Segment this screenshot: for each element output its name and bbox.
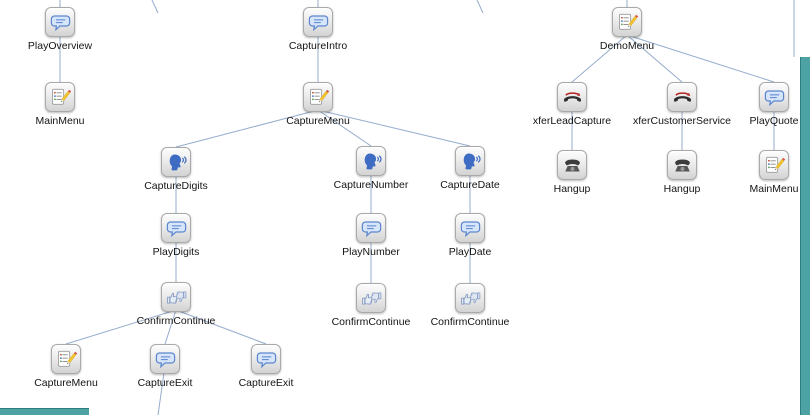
flow-connector xyxy=(157,372,165,415)
flow-node-capturenumber[interactable]: CaptureNumber xyxy=(301,146,441,191)
capture-voice-icon xyxy=(356,146,386,176)
flow-node-captureexit[interactable]: CaptureExit xyxy=(196,344,336,389)
flow-node-capturedigits[interactable]: CaptureDigits xyxy=(106,147,246,192)
flow-connector xyxy=(571,34,628,83)
flow-connector xyxy=(476,0,484,14)
node-label: MainMenu xyxy=(749,183,799,195)
flow-node-confirmcontinue[interactable]: ConfirmContinue xyxy=(106,282,246,327)
flow-connector xyxy=(317,109,372,147)
flow-node-mainmenu[interactable]: MainMenu xyxy=(704,150,810,195)
confirm-thumbs-icon xyxy=(161,282,191,312)
flow-node-xferleadcapture[interactable]: xferLeadCapture xyxy=(502,82,642,127)
node-label: PlayQuote xyxy=(749,115,799,127)
flow-node-demomenu[interactable]: DemoMenu xyxy=(557,7,697,52)
node-label: ConfirmContinue xyxy=(430,316,510,328)
flow-connector xyxy=(317,109,471,147)
menu-edit-icon xyxy=(303,82,333,112)
menu-edit-icon xyxy=(612,7,642,37)
flow-node-playdate[interactable]: PlayDate xyxy=(400,213,540,258)
menu-edit-icon xyxy=(45,82,75,112)
node-label: xferCustomerService xyxy=(632,115,732,127)
node-label: Hangup xyxy=(663,183,701,195)
node-label: PlayDate xyxy=(448,246,492,258)
flow-node-playquote[interactable]: PlayQuote xyxy=(704,82,810,127)
node-label: CaptureMenu xyxy=(34,377,98,389)
confirm-thumbs-icon xyxy=(455,283,485,313)
speech-bubble-icon xyxy=(759,82,789,112)
flow-connector xyxy=(175,309,267,345)
flow-node-xfercustomerservice[interactable]: xferCustomerService xyxy=(612,82,752,127)
node-label: CaptureDigits xyxy=(144,180,208,192)
node-label: Hangup xyxy=(553,183,591,195)
menu-edit-icon xyxy=(759,150,789,180)
panel-edge-bottom-left xyxy=(0,408,89,415)
flow-node-hangup[interactable]: Hangup xyxy=(612,150,752,195)
speech-bubble-icon xyxy=(161,213,191,243)
speech-bubble-icon xyxy=(455,213,485,243)
flow-node-confirmcontinue[interactable]: ConfirmContinue xyxy=(301,283,441,328)
flow-node-capturemenu[interactable]: CaptureMenu xyxy=(0,344,136,389)
flow-node-playdigits[interactable]: PlayDigits xyxy=(106,213,246,258)
node-label: CaptureDate xyxy=(440,179,500,191)
speech-bubble-icon xyxy=(45,7,75,37)
flow-node-mainmenu[interactable]: MainMenu xyxy=(0,82,130,127)
menu-edit-icon xyxy=(51,344,81,374)
flow-connector xyxy=(65,309,177,345)
transfer-call-icon xyxy=(557,82,587,112)
hangup-phone-icon xyxy=(667,150,697,180)
flow-node-playoverview[interactable]: PlayOverview xyxy=(0,7,130,52)
flow-node-captureintro[interactable]: CaptureIntro xyxy=(248,7,388,52)
node-label: CaptureIntro xyxy=(288,40,348,52)
panel-edge-right xyxy=(800,57,810,415)
capture-voice-icon xyxy=(161,147,191,177)
node-label: PlayNumber xyxy=(342,246,400,258)
node-label: MainMenu xyxy=(35,115,85,127)
node-label: CaptureExit xyxy=(238,377,294,389)
speech-bubble-icon xyxy=(356,213,386,243)
node-label: ConfirmContinue xyxy=(136,315,216,327)
node-label: CaptureExit xyxy=(137,377,193,389)
speech-bubble-icon xyxy=(251,344,281,374)
flow-node-capturemenu[interactable]: CaptureMenu xyxy=(248,82,388,127)
flow-node-hangup[interactable]: Hangup xyxy=(502,150,642,195)
node-label: CaptureNumber xyxy=(333,179,409,191)
flow-connector xyxy=(626,34,683,83)
transfer-call-icon xyxy=(667,82,697,112)
confirm-thumbs-icon xyxy=(356,283,386,313)
node-label: ConfirmContinue xyxy=(331,316,411,328)
node-label: DemoMenu xyxy=(599,40,655,52)
flow-node-capturedate[interactable]: CaptureDate xyxy=(400,146,540,191)
speech-bubble-icon xyxy=(303,7,333,37)
node-label: CaptureMenu xyxy=(286,115,350,127)
node-label: PlayDigits xyxy=(152,246,200,258)
node-label: xferLeadCapture xyxy=(532,115,612,127)
capture-voice-icon xyxy=(455,146,485,176)
flow-node-confirmcontinue[interactable]: ConfirmContinue xyxy=(400,283,540,328)
speech-bubble-icon xyxy=(150,344,180,374)
flow-node-captureexit[interactable]: CaptureExit xyxy=(95,344,235,389)
hangup-phone-icon xyxy=(557,150,587,180)
flow-connector xyxy=(175,109,319,148)
flow-node-playnumber[interactable]: PlayNumber xyxy=(301,213,441,258)
flow-connector xyxy=(626,34,775,83)
node-label: PlayOverview xyxy=(27,40,93,52)
flow-connector xyxy=(164,309,177,345)
flow-connector xyxy=(151,0,159,14)
